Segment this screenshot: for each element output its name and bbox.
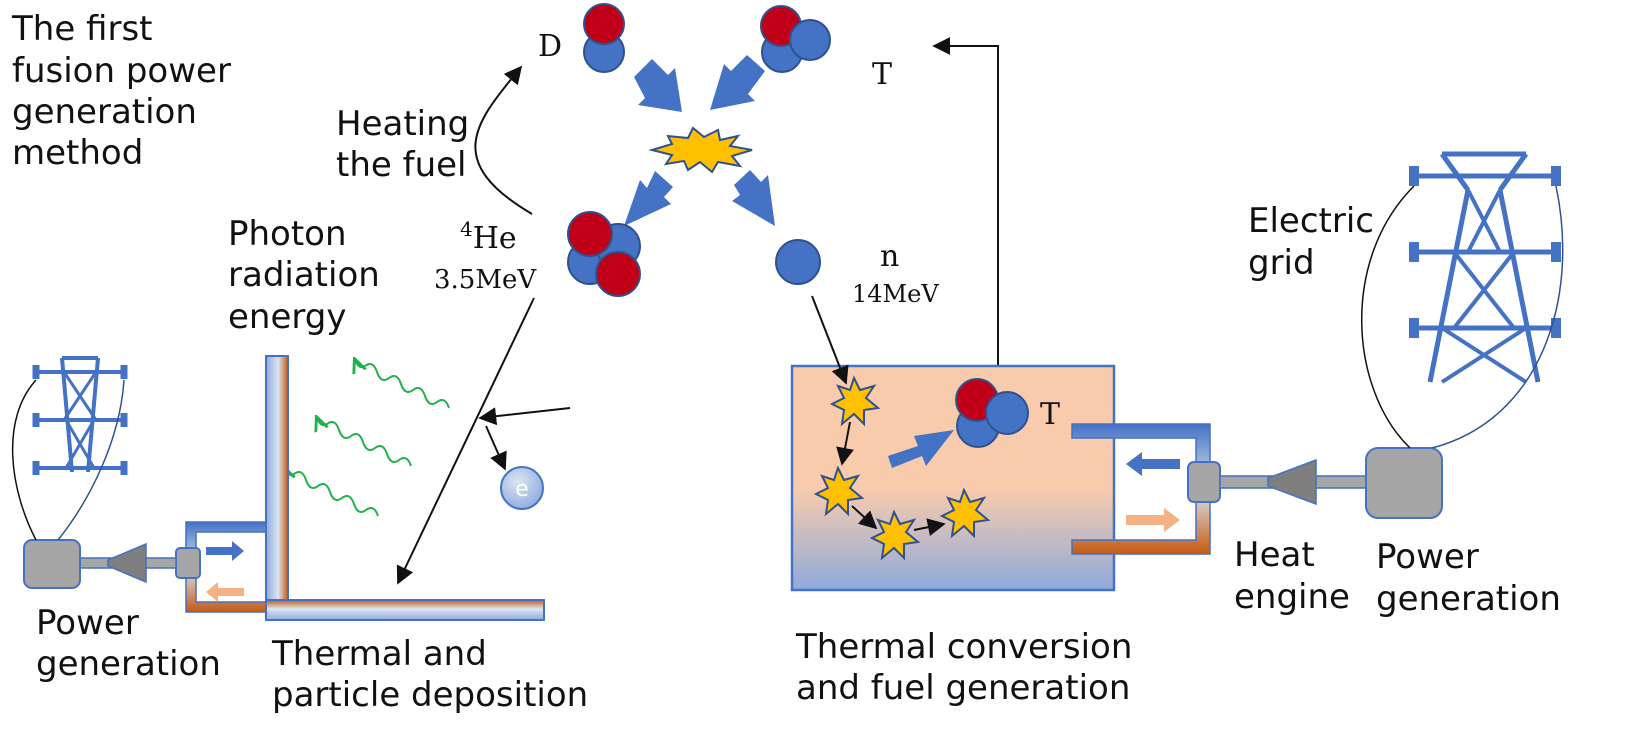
flow-arrow-right-icon xyxy=(1126,508,1180,532)
title-line: method xyxy=(12,133,143,173)
block-arrow-neutron xyxy=(732,170,775,226)
helium-label: 4He xyxy=(460,217,517,256)
reaction-burst-icon xyxy=(829,375,881,427)
helium-mass-number: 4 xyxy=(460,217,473,241)
heating-arrow xyxy=(474,65,533,215)
electron xyxy=(500,466,544,510)
neutron-energy: 14MeV xyxy=(852,280,939,308)
power-label-left: Power xyxy=(36,603,139,643)
flow-arrow-right-icon xyxy=(206,541,244,561)
photon-label: energy xyxy=(228,297,346,337)
first-wall-horizontal xyxy=(265,599,545,621)
tritium-nucleus xyxy=(760,5,831,73)
reaction-burst-icon xyxy=(869,509,921,561)
heating-label: Heating xyxy=(336,104,469,144)
block-arrow-breeding xyxy=(888,430,954,468)
reaction-chain-arrows xyxy=(836,421,946,537)
conversion-label: and fuel generation xyxy=(796,668,1130,708)
photon-label: Photon xyxy=(228,214,347,254)
electron-label: e xyxy=(515,477,529,502)
power-label-left: generation xyxy=(36,644,221,684)
deposition-label: particle deposition xyxy=(272,675,588,715)
fusion-burst-icon xyxy=(648,126,753,174)
reaction-burst-icon xyxy=(813,465,865,517)
photon-wave-icon xyxy=(355,360,450,409)
conversion-label: Thermal conversion xyxy=(795,627,1132,667)
deposition-label: Thermal and xyxy=(271,634,487,674)
photon-waves xyxy=(284,360,450,517)
flow-arrow-left-icon xyxy=(1126,452,1180,476)
photon-wave-icon xyxy=(284,468,379,517)
right-transmission-tower-icon xyxy=(1409,151,1561,384)
left-generator xyxy=(23,539,81,589)
title-line: generation xyxy=(12,92,197,132)
heat-engine-label: engine xyxy=(1234,577,1350,617)
deuterium-label: D xyxy=(538,29,562,64)
neutron xyxy=(775,239,821,285)
flow-arrow-left-icon xyxy=(206,582,244,602)
block-arrow-deuterium xyxy=(634,59,682,112)
helium-trajectory-arrow xyxy=(396,297,535,585)
first-wall-vertical xyxy=(265,355,289,601)
bred-tritium-nucleus xyxy=(955,378,1029,448)
tritium-return-arrow xyxy=(932,37,999,366)
neutron-label: n xyxy=(880,239,899,274)
helium-nucleus xyxy=(567,211,641,297)
grid-label: Electric xyxy=(1248,201,1374,241)
block-arrow-tritium xyxy=(710,55,765,110)
reaction-burst-icon xyxy=(939,487,991,539)
deuterium-nucleus xyxy=(583,3,625,73)
left-turbine xyxy=(107,542,147,584)
left-transmission-tower-icon xyxy=(32,356,128,475)
helium-symbol: He xyxy=(473,221,517,256)
right-generator xyxy=(1365,447,1443,519)
power-label-right: Power xyxy=(1376,537,1479,577)
photon-label: radiation xyxy=(228,255,380,295)
helium-energy: 3.5MeV xyxy=(434,265,537,295)
right-turbine xyxy=(1267,458,1317,506)
heating-label: the fuel xyxy=(336,145,467,185)
neutron-path-arrow xyxy=(811,295,849,385)
heat-engine-label: Heat xyxy=(1234,535,1315,575)
left-grid-wire xyxy=(11,379,37,541)
tritium-label: T xyxy=(872,57,892,92)
bred-tritium-label: T xyxy=(1040,397,1060,432)
right-heat-exchanger xyxy=(1187,461,1221,503)
power-label-right: generation xyxy=(1376,579,1561,619)
left-grid-wire xyxy=(57,379,125,541)
title-block: The first fusion power generation method xyxy=(11,9,231,173)
incoming-particle-line xyxy=(478,407,571,426)
grid-label: grid xyxy=(1248,243,1315,283)
title-line: The first xyxy=(11,9,152,49)
right-grid-wire xyxy=(1431,185,1564,449)
title-line: fusion power xyxy=(12,51,231,91)
left-heat-exchanger xyxy=(175,547,201,579)
photon-wave-icon xyxy=(317,418,412,467)
electron-arrow xyxy=(485,425,507,471)
blanket-reactions xyxy=(813,375,991,561)
right-grid-wire xyxy=(1361,185,1415,449)
block-arrow-helium xyxy=(624,171,673,226)
